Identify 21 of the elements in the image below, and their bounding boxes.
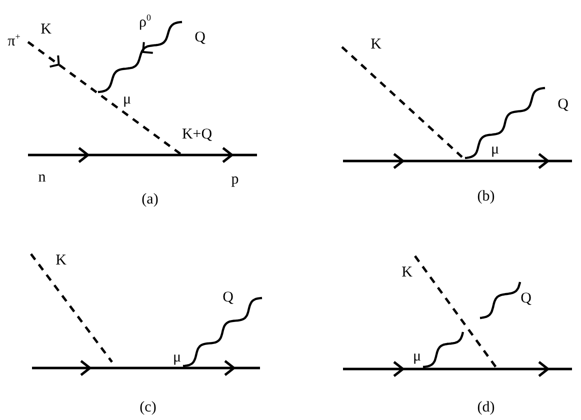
particle-label: p <box>231 172 239 188</box>
particle-label: K <box>56 254 66 268</box>
particle-label: Q <box>222 290 234 306</box>
panel-label: (d) <box>477 400 495 416</box>
particle-label: K <box>40 22 52 38</box>
particle-label: Q <box>194 30 206 46</box>
particle-label: μ <box>412 350 422 364</box>
particle-label: K <box>370 38 382 52</box>
panel-label: (b) <box>477 190 495 204</box>
particle-label: n <box>38 170 46 186</box>
panel-label: (c) <box>140 400 156 416</box>
panel-label: (a) <box>142 192 158 208</box>
particle-label: K+Q <box>182 128 212 142</box>
particle-label: Q <box>520 292 532 306</box>
particle-label: μ <box>490 142 500 158</box>
particle-label: μ <box>122 92 132 108</box>
particle-label: Q <box>558 98 568 112</box>
particle-label: ρ$^{0}$ <box>139 14 151 30</box>
particle-label: π$^{+}$ <box>8 32 20 50</box>
particle-label: K <box>402 266 412 280</box>
particle-label: μ <box>172 350 182 366</box>
